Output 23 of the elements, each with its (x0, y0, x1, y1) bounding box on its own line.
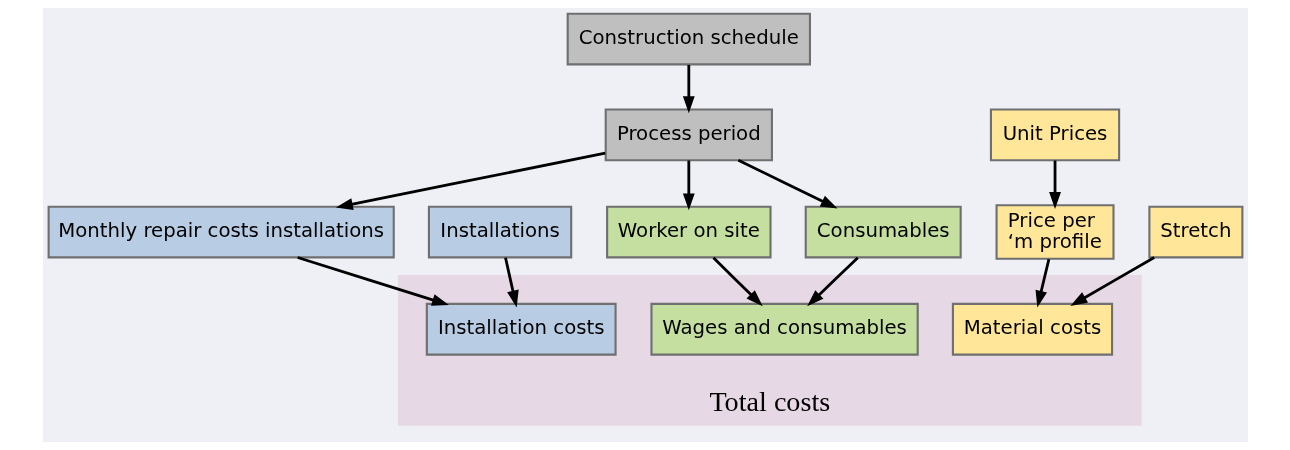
arrow (1069, 256, 1155, 306)
arrow (296, 256, 449, 306)
arrow (737, 159, 838, 209)
node-box: Material costs (951, 302, 1113, 356)
arrow (1048, 160, 1061, 210)
arrow (682, 160, 695, 211)
node-box: Unit Prices (989, 108, 1120, 162)
node-box: Installation costs (425, 302, 617, 356)
arrow (335, 151, 605, 210)
arrow (712, 256, 763, 307)
node-box: Worker on site (605, 205, 772, 259)
arrow (503, 257, 519, 308)
arrow (682, 64, 695, 114)
node-box: Price per ‘m profile (995, 204, 1115, 260)
node-box: Consumables (804, 205, 962, 259)
node-box: Installations (427, 205, 572, 259)
node-box: Stretch (1147, 205, 1243, 259)
arrow (1035, 258, 1050, 308)
node-box: Monthly repair costs installations (47, 205, 395, 259)
node-box: Construction schedule (566, 12, 811, 66)
node-box: Wages and consumables (649, 302, 919, 356)
node-box: Process period (604, 108, 773, 162)
arrow (806, 256, 859, 307)
